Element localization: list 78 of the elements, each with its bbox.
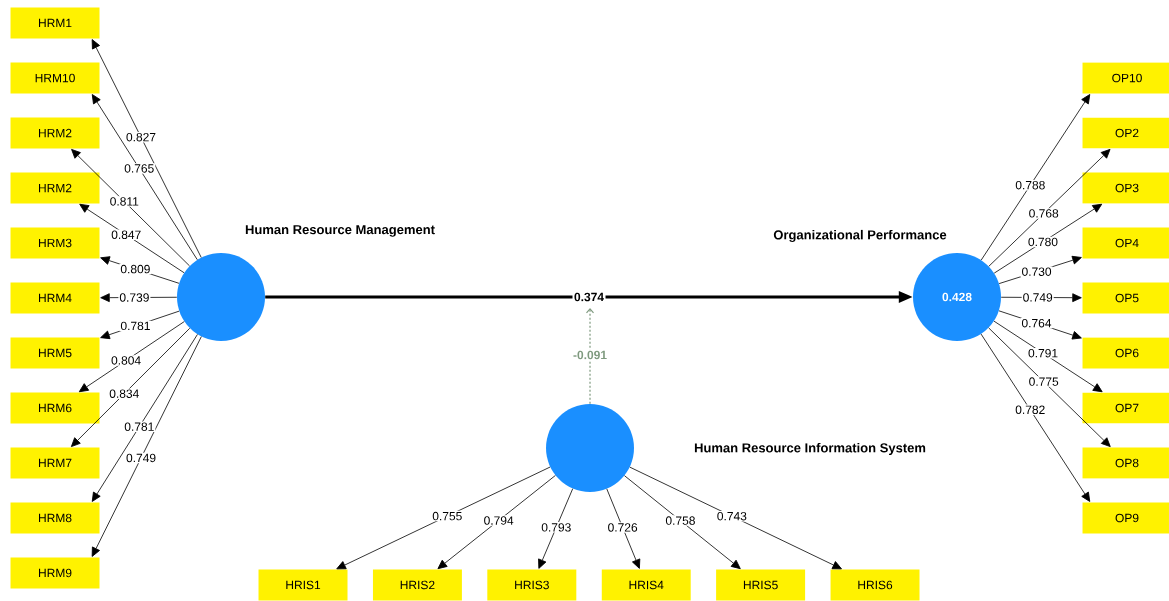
loading-label: 0.793 xyxy=(540,522,573,533)
arrow xyxy=(91,334,198,502)
moderation-label: -0.091 xyxy=(571,349,609,361)
loading-label: 0.781 xyxy=(119,320,152,332)
arrow xyxy=(980,94,1091,261)
loading-label: 0.788 xyxy=(1014,179,1047,191)
indicator-box: HRM4 xyxy=(10,282,100,314)
indicator-box: OP6 xyxy=(1082,337,1169,369)
indicator-box: OP8 xyxy=(1082,447,1169,479)
indicator-box: OP4 xyxy=(1082,227,1169,259)
arrow xyxy=(629,466,842,570)
indicator-box: HRIS3 xyxy=(487,569,577,601)
construct-title: Organizational Performance xyxy=(773,229,947,243)
loading-label: 0.827 xyxy=(125,131,157,143)
indicator-box: HRM9 xyxy=(10,557,100,589)
indicator-box: HRM2 xyxy=(10,117,100,149)
indicator-box: HRIS4 xyxy=(601,569,691,601)
loading-label: 0.768 xyxy=(1027,208,1060,219)
loading-label: 0.791 xyxy=(1027,347,1060,359)
arrow xyxy=(336,466,551,570)
arrow xyxy=(70,327,191,447)
arrow xyxy=(624,475,741,570)
loading-label: 0.809 xyxy=(119,263,152,275)
indicator-box: HRIS2 xyxy=(372,569,462,601)
indicator-box: HRM8 xyxy=(10,502,100,534)
indicator-box: OP9 xyxy=(1082,502,1169,534)
loading-label: 0.749 xyxy=(1021,292,1054,303)
arrow xyxy=(988,148,1111,267)
arrow xyxy=(78,321,185,393)
arrow xyxy=(91,94,198,261)
loading-label: 0.847 xyxy=(110,229,143,240)
loading-label: 0.765 xyxy=(123,163,156,174)
arrow xyxy=(91,336,202,557)
loading-label: 0.834 xyxy=(108,388,141,399)
arrow xyxy=(980,333,1091,502)
loading-label: 0.726 xyxy=(606,522,639,533)
indicator-box: OP7 xyxy=(1082,392,1169,424)
loading-label: 0.739 xyxy=(118,292,151,303)
path-coefficient: 0.374 xyxy=(572,291,606,303)
construct-title: Human Resource Management xyxy=(245,225,435,237)
arrow xyxy=(79,203,185,274)
loading-label: 0.794 xyxy=(482,515,515,526)
loading-label: 0.781 xyxy=(123,421,156,432)
arrow xyxy=(606,488,641,569)
loading-label: 0.749 xyxy=(125,452,158,464)
indicator-box: HRM1 xyxy=(10,7,100,39)
moderation-arrow xyxy=(585,308,595,405)
indicator-box: HRM7 xyxy=(10,447,100,479)
loading-label: 0.730 xyxy=(1020,266,1053,277)
arrow xyxy=(988,327,1111,447)
loading-label: 0.782 xyxy=(1014,404,1047,415)
indicator-box: HRIS1 xyxy=(258,569,348,601)
arrow xyxy=(993,203,1103,274)
indicator-box: HRM5 xyxy=(10,337,100,369)
loading-label: 0.775 xyxy=(1027,376,1060,387)
indicator-box: HRIS5 xyxy=(716,569,806,601)
indicator-box: OP10 xyxy=(1082,62,1169,94)
loading-label: 0.804 xyxy=(110,355,143,366)
arrow xyxy=(538,488,574,569)
arrow xyxy=(71,149,190,267)
loading-label: 0.755 xyxy=(431,510,464,522)
indicator-box: OP2 xyxy=(1082,117,1169,149)
loading-label: 0.758 xyxy=(664,515,697,526)
indicator-box: OP3 xyxy=(1082,172,1169,204)
indicator-box: HRIS6 xyxy=(830,569,920,601)
loading-label: 0.811 xyxy=(108,196,140,207)
indicator-box: HRM3 xyxy=(10,227,100,259)
loading-label: 0.743 xyxy=(715,510,748,522)
loading-label: 0.780 xyxy=(1026,236,1059,248)
indicator-box: HRM6 xyxy=(10,392,100,424)
arrow xyxy=(993,320,1103,393)
loading-label: 0.764 xyxy=(1020,317,1053,329)
arrow xyxy=(437,475,556,570)
indicator-box: OP5 xyxy=(1082,282,1169,314)
indicator-box: HRM10 xyxy=(10,62,100,94)
construct-title: Human Resource Information System xyxy=(694,442,926,456)
indicator-box: HRM2 xyxy=(10,172,100,204)
arrow xyxy=(91,39,202,258)
